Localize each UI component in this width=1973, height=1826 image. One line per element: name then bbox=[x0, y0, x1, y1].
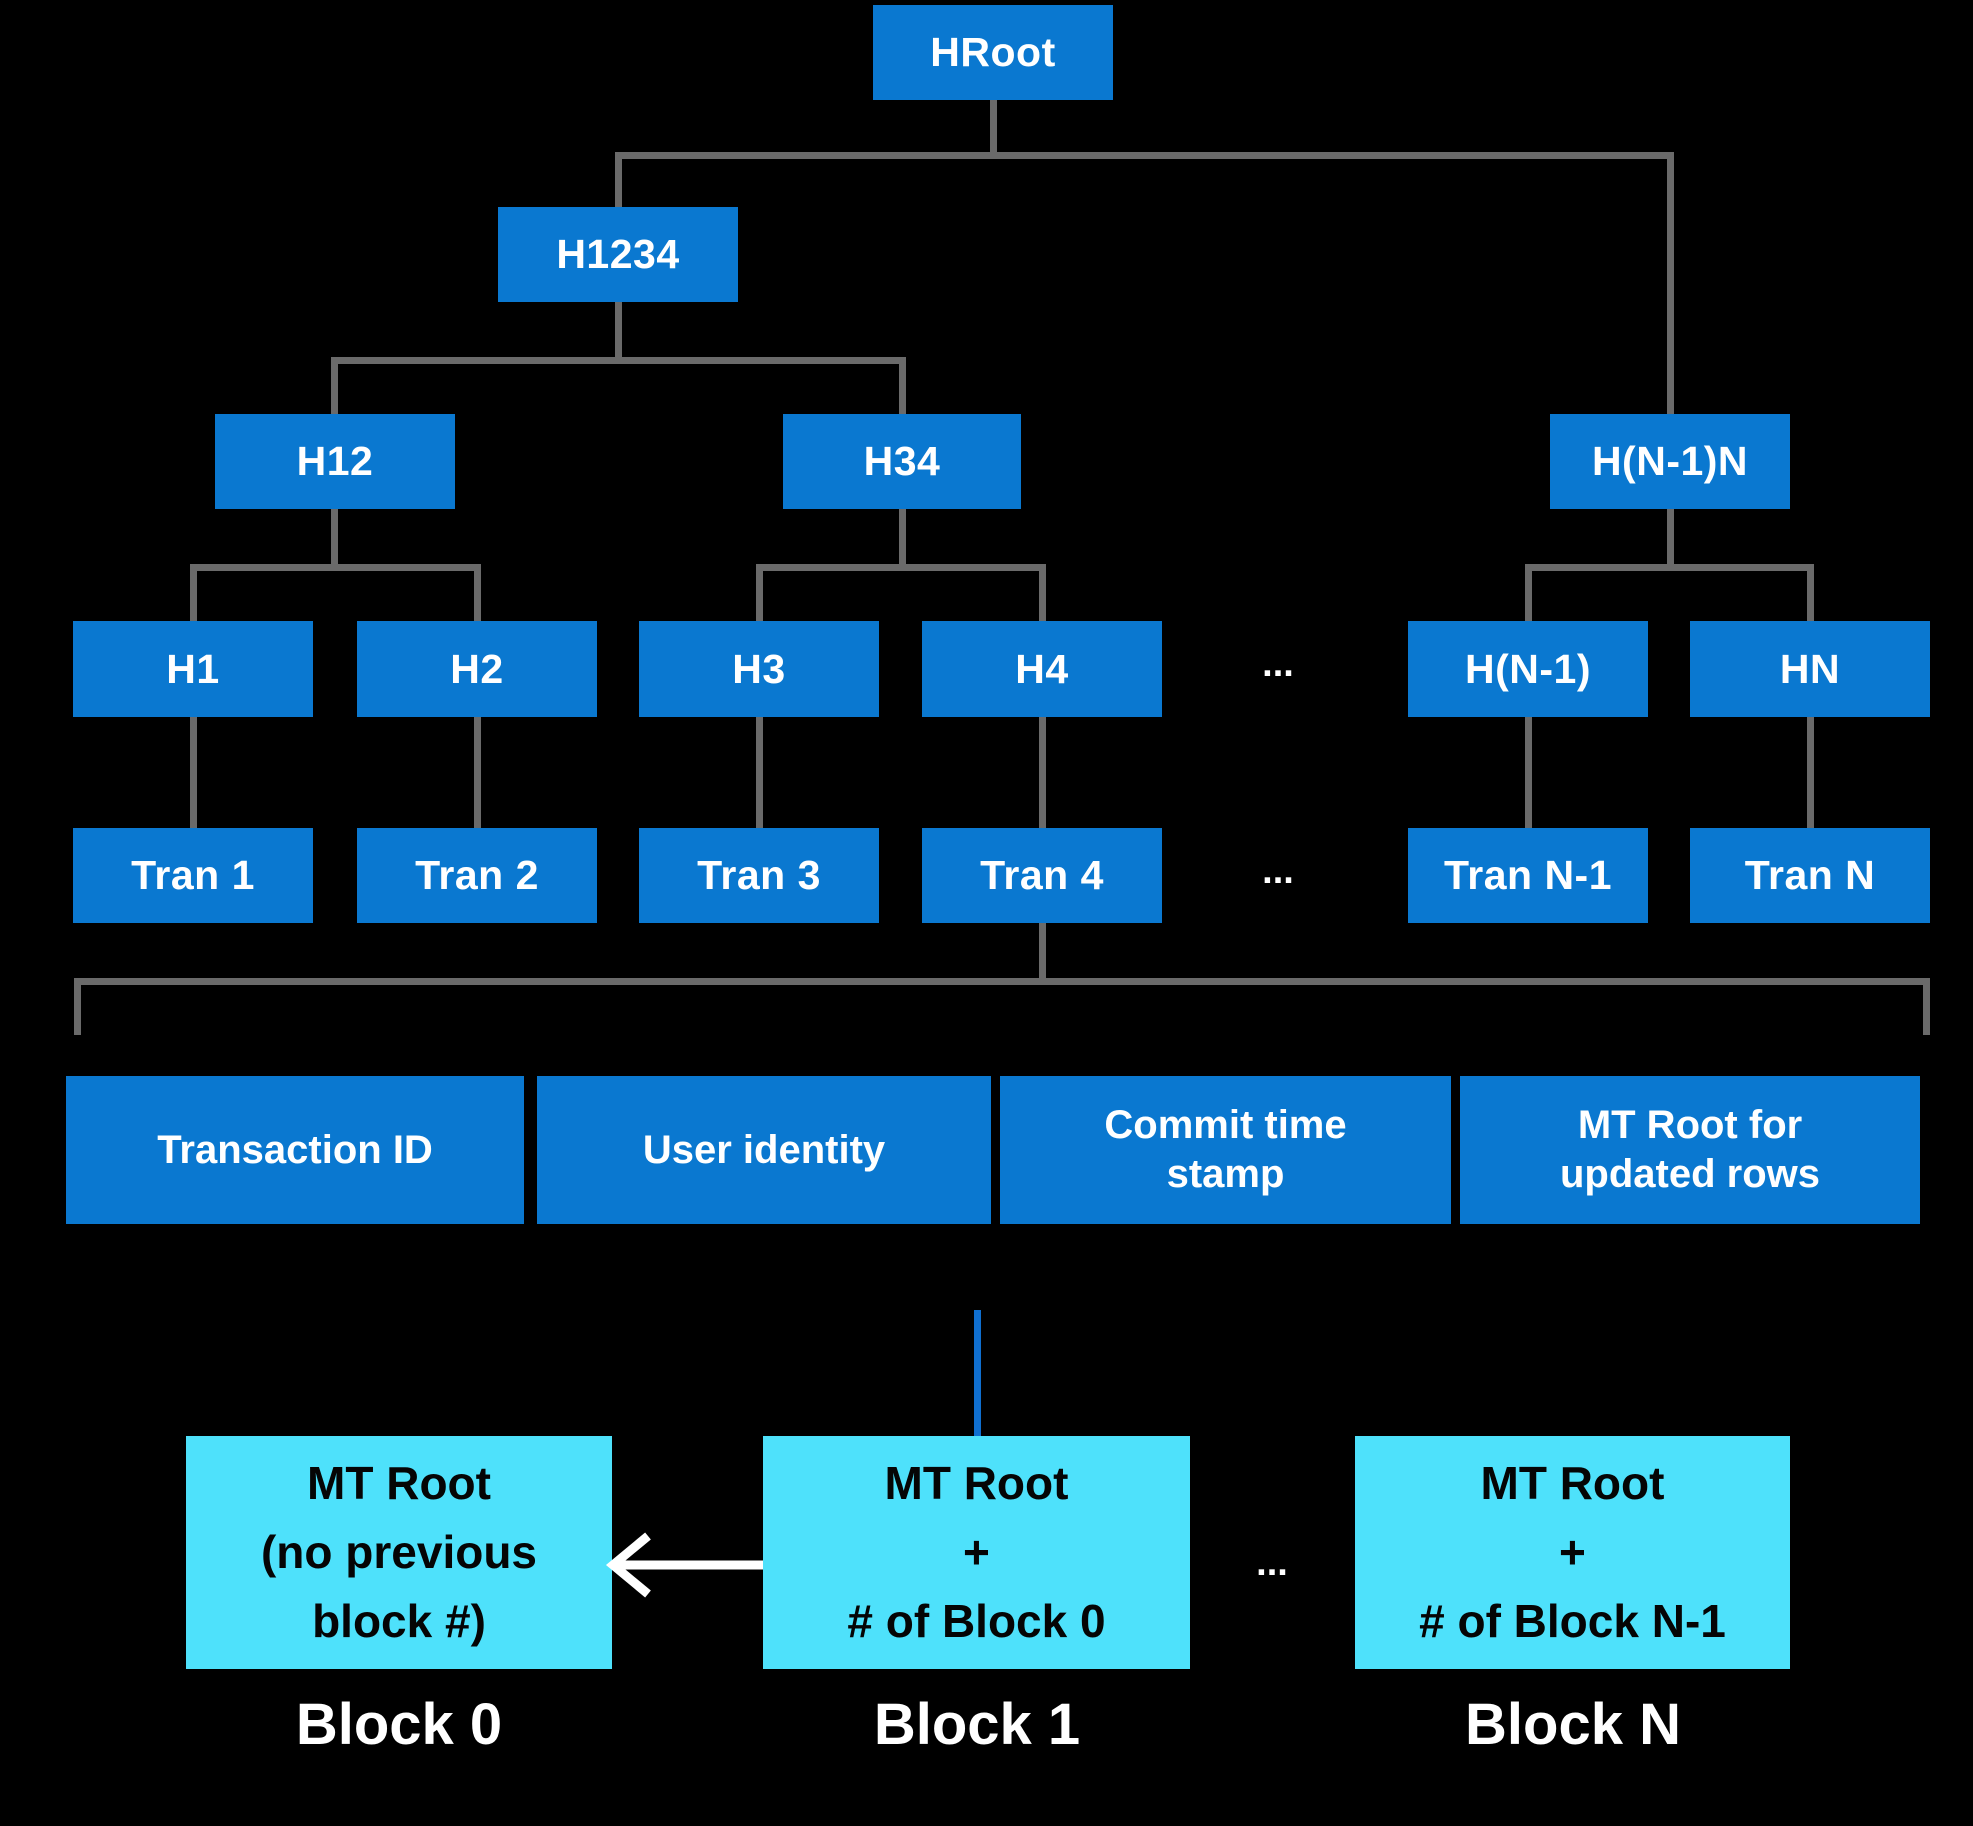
connector-line bbox=[474, 715, 481, 830]
connector-line bbox=[331, 357, 906, 364]
node-tran4: Tran 4 bbox=[922, 828, 1162, 923]
previous-block-arrow-icon bbox=[605, 1532, 763, 1598]
node-h1234: H1234 bbox=[498, 207, 738, 302]
connector-line bbox=[990, 98, 997, 156]
field-commit-time-stamp: Commit time stamp bbox=[1000, 1076, 1451, 1224]
connector-line bbox=[1807, 564, 1814, 623]
connector-line bbox=[474, 564, 481, 623]
node-h12: H12 bbox=[215, 414, 455, 509]
block0-label: Block 0 bbox=[295, 1691, 503, 1757]
mt-root-to-block-link bbox=[974, 1310, 981, 1436]
blockn-box: MT Root + # of Block N-1 bbox=[1355, 1436, 1790, 1669]
node-hn1n: H(N-1)N bbox=[1550, 414, 1790, 509]
bracket-line bbox=[1923, 978, 1930, 1035]
node-h3: H3 bbox=[639, 621, 879, 717]
connector-line bbox=[899, 357, 906, 416]
block0-box: MT Root (no previous block #) bbox=[186, 1436, 612, 1669]
field-transaction-id: Transaction ID bbox=[66, 1076, 524, 1224]
bracket-line bbox=[74, 978, 81, 1035]
node-h1: H1 bbox=[73, 621, 313, 717]
blocks-ellipsis: ... bbox=[1256, 1541, 1288, 1584]
node-hn: HN bbox=[1690, 621, 1930, 717]
block1-label: Block 1 bbox=[873, 1691, 1081, 1757]
node-tran-n: Tran N bbox=[1690, 828, 1930, 923]
node-hn-1: H(N-1) bbox=[1408, 621, 1648, 717]
connector-line bbox=[1525, 564, 1532, 623]
connector-line bbox=[899, 507, 906, 567]
connector-line bbox=[190, 715, 197, 830]
connector-line bbox=[756, 564, 763, 623]
bracket-line bbox=[74, 978, 1930, 985]
node-tran-n-1: Tran N-1 bbox=[1408, 828, 1648, 923]
block1-box: MT Root + # of Block 0 bbox=[763, 1436, 1190, 1669]
node-tran3: Tran 3 bbox=[639, 828, 879, 923]
connector-line bbox=[756, 564, 1046, 571]
connector-line bbox=[615, 152, 1674, 159]
connector-line bbox=[756, 715, 763, 830]
connector-line bbox=[1039, 715, 1046, 830]
field-user-identity: User identity bbox=[537, 1076, 991, 1224]
connector-line bbox=[331, 357, 338, 416]
connector-line bbox=[1525, 715, 1532, 830]
blockn-label: Block N bbox=[1465, 1691, 1681, 1757]
connector-line bbox=[1039, 921, 1046, 985]
connector-line bbox=[615, 152, 622, 209]
connector-line bbox=[1039, 564, 1046, 623]
connector-line bbox=[331, 507, 338, 567]
node-tran1: Tran 1 bbox=[73, 828, 313, 923]
field-mt-root-updated-rows: MT Root for updated rows bbox=[1460, 1076, 1920, 1224]
connector-line bbox=[190, 564, 481, 571]
node-h2: H2 bbox=[357, 621, 597, 717]
connector-line bbox=[1807, 715, 1814, 830]
connector-line bbox=[1667, 507, 1674, 567]
tran-row-ellipsis: ... bbox=[1262, 849, 1294, 892]
connector-line bbox=[615, 300, 622, 360]
node-h4: H4 bbox=[922, 621, 1162, 717]
hash-row-ellipsis: ... bbox=[1262, 642, 1294, 685]
connector-line bbox=[190, 564, 197, 623]
connector-line bbox=[1667, 152, 1674, 416]
node-hroot: HRoot bbox=[873, 5, 1113, 100]
connector-line bbox=[1525, 564, 1814, 571]
node-h34: H34 bbox=[783, 414, 1021, 509]
node-tran2: Tran 2 bbox=[357, 828, 597, 923]
